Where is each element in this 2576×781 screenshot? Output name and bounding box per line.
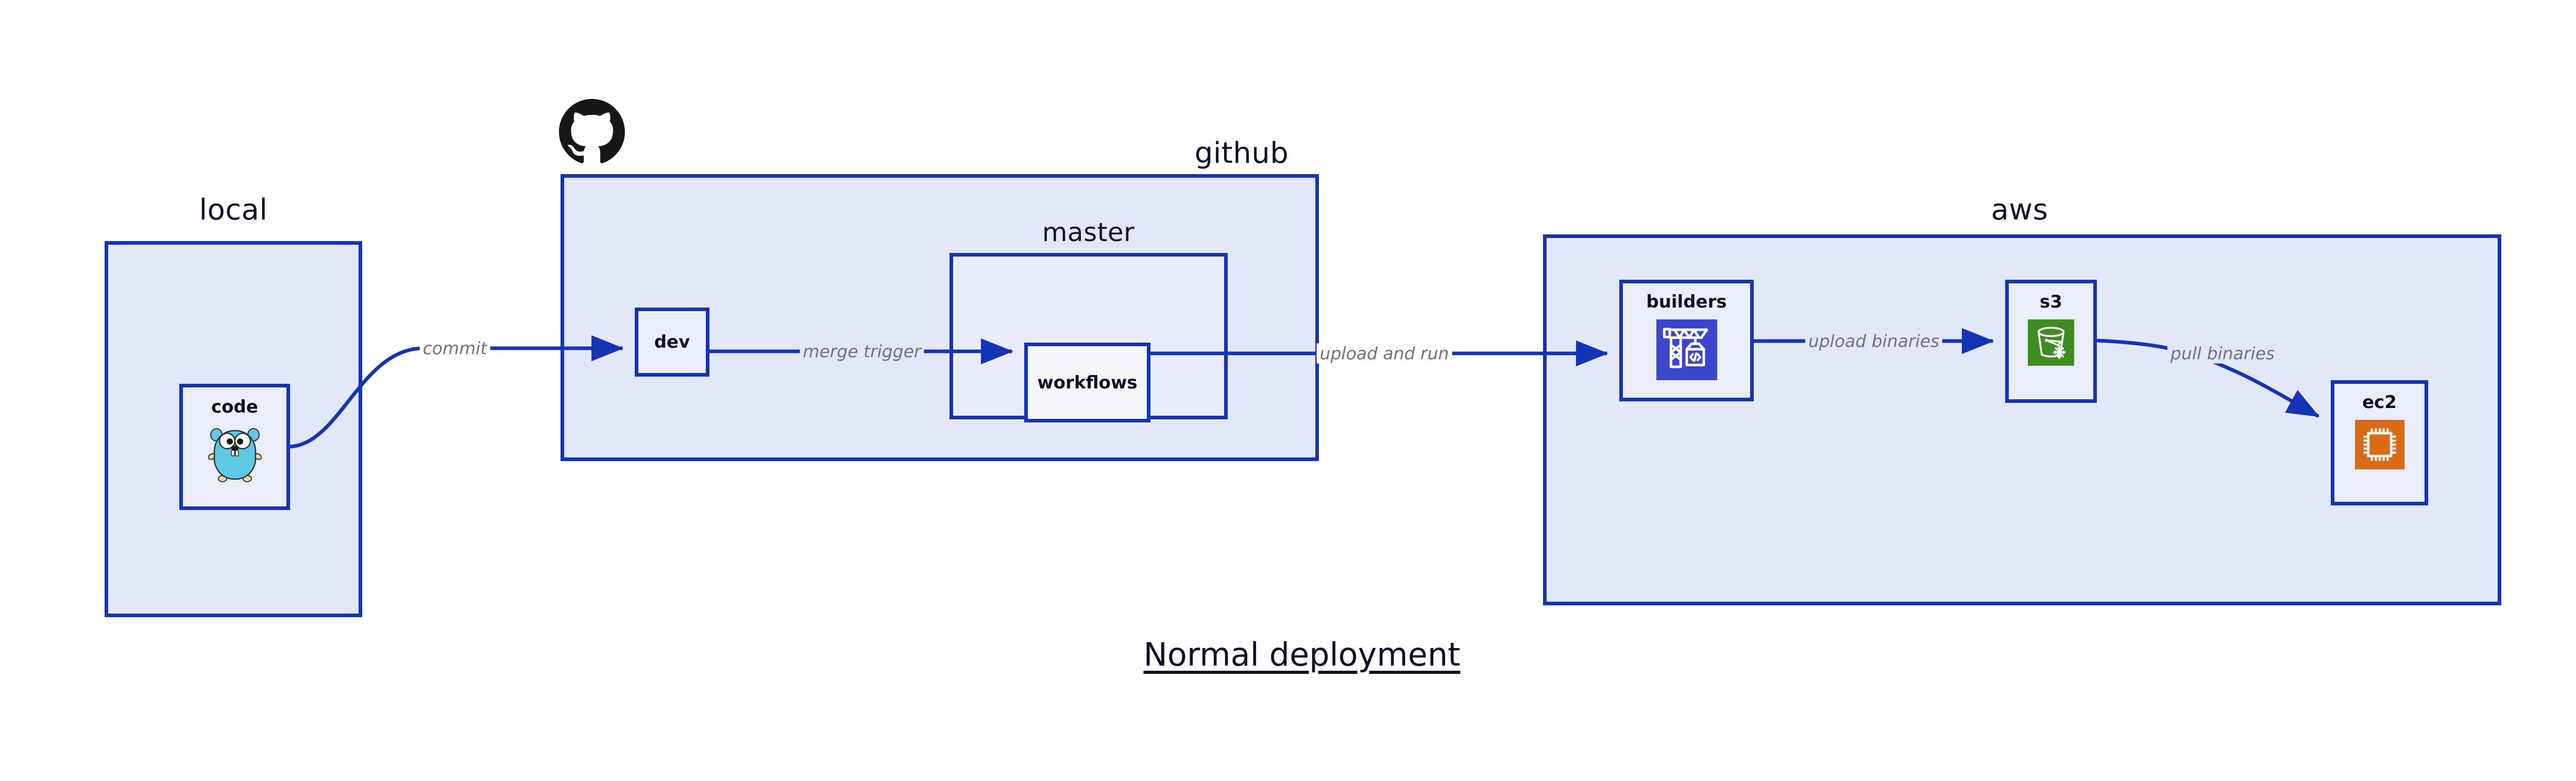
edge-label-merge-trigger: merge trigger [800,341,924,362]
node-workflows[interactable]: workflows [1024,343,1150,422]
node-label-builders: builders [1646,292,1727,312]
aws-s3-glacier-icon [2028,319,2074,366]
node-ec2[interactable]: ec2 [2331,380,2428,505]
node-label-workflows: workflows [1037,372,1138,393]
go-gopher-icon [208,425,262,482]
edge-label-pull-binaries: pull binaries [2167,343,2278,364]
node-label-code: code [211,397,258,417]
node-label-s3: s3 [2040,292,2062,312]
node-s3[interactable]: s3 [2005,280,2097,403]
group-label-local: local [199,193,268,227]
node-code[interactable]: code [179,384,290,510]
node-label-dev: dev [654,332,690,352]
aws-ec2-icon [2354,420,2404,469]
node-dev[interactable]: dev [635,308,709,377]
group-label-aws: aws [1991,193,2048,227]
edge-label-commit: commit [419,338,490,359]
page-title: Normal deployment [1143,636,1461,673]
edge-label-upload-binaries: upload binaries [1805,331,1943,351]
aws-codebuild-icon [1656,319,1717,380]
github-octocat-logo [559,99,625,167]
edge-label-upload-and-run: upload and run [1316,343,1452,364]
subgroup-label-master: master [1042,217,1135,247]
group-label-github: github [1194,137,1289,170]
node-builders[interactable]: builders [1619,280,1754,401]
node-label-ec2: ec2 [2362,392,2397,413]
